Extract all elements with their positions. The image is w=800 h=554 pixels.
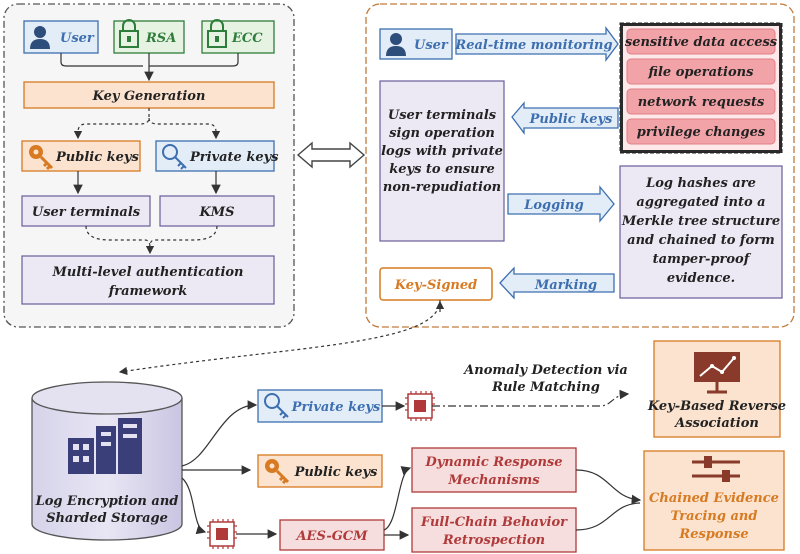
key-icon xyxy=(29,145,54,171)
text-line: logs with private xyxy=(381,144,503,159)
servers-icon xyxy=(68,418,142,474)
event-item: network requests xyxy=(626,88,776,115)
public-keys-arrow xyxy=(511,101,619,135)
ecc-label: ECC xyxy=(231,31,263,46)
text-line: tamper-proof xyxy=(653,252,752,267)
anomaly-line1: Anomaly Detection via xyxy=(462,363,628,378)
dynamic-line2: Mechanisms xyxy=(447,473,540,488)
bidirectional-arrow xyxy=(296,141,366,169)
marking-label: Marking xyxy=(534,278,597,293)
event-list: sensitive data access file operations netw… xyxy=(625,28,778,145)
anomaly-line2: Rule Matching xyxy=(491,380,600,395)
user-icon xyxy=(386,33,406,56)
merkle-box xyxy=(619,165,783,299)
presentation-chart-icon xyxy=(694,352,740,394)
text-line: Log hashes are xyxy=(645,176,756,191)
lock-icon xyxy=(207,19,227,48)
text-line: User terminals xyxy=(388,108,497,123)
key-signed-label: Key-Signed xyxy=(394,278,477,293)
event-item: file operations xyxy=(626,58,776,85)
right-public-keys-label: Public keys xyxy=(529,112,613,127)
aes-gcm-label: AES-GCM xyxy=(294,529,368,544)
framework-line2: framework xyxy=(108,284,188,299)
left-user-label: User xyxy=(60,31,95,46)
user-terminals-box xyxy=(21,195,151,227)
sign-logs-text: User terminals sign operation logs with pr… xyxy=(381,108,503,195)
event-label: privilege changes xyxy=(637,125,766,140)
dynamic-line1: Dynamic Response xyxy=(424,455,562,470)
text-line: Merkle tree structure xyxy=(621,214,780,229)
aes-gcm-box xyxy=(279,519,385,551)
kms-label: KMS xyxy=(198,205,234,220)
user-terminals-label: User terminals xyxy=(32,205,141,220)
text-line: sign operation xyxy=(389,126,495,141)
chip-icon xyxy=(207,519,237,549)
event-label: file operations xyxy=(648,65,755,80)
event-label: sensitive data access xyxy=(625,35,778,50)
framework-line1: Multi-level authentication xyxy=(51,265,243,280)
logging-arrow xyxy=(507,185,615,223)
bottom-private-keys-box xyxy=(257,389,383,423)
chained-evidence-box xyxy=(643,450,785,551)
full-chain-box xyxy=(411,507,577,553)
chained-line1: Chained Evidence xyxy=(649,491,779,506)
event-item: sensitive data access xyxy=(625,28,778,55)
ecc-box: ECC xyxy=(201,19,275,54)
text-line: and chained to form xyxy=(627,233,775,248)
storage-line1: Log Encryption and xyxy=(35,494,179,509)
event-label: network requests xyxy=(638,95,765,110)
user-icon xyxy=(30,26,50,49)
text-line: non-repudiation xyxy=(383,180,501,195)
reverse-line1: Key-Based Reverse xyxy=(647,399,786,414)
auth-framework-box xyxy=(21,255,275,305)
left-public-keys-label: Public keys xyxy=(55,150,139,165)
monitoring-arrow xyxy=(455,26,619,62)
merkle-text: Log hashes are aggregated into a Merkle tr… xyxy=(621,176,780,286)
key-icon xyxy=(162,144,187,170)
key-generation-label: Key Generation xyxy=(92,89,206,104)
fullchain-line1: Full-Chain Behavior xyxy=(420,515,568,530)
chip-icon xyxy=(405,391,435,421)
bottom-private-keys-label: Private keys xyxy=(291,400,381,415)
text-line: evidence. xyxy=(667,271,735,286)
sliders-icon xyxy=(692,456,740,482)
chained-line3: Response xyxy=(678,527,748,542)
rsa-label: RSA xyxy=(145,31,176,46)
key-generation-box xyxy=(23,81,275,109)
rsa-box: RSA xyxy=(113,19,185,54)
key-icon xyxy=(265,459,290,485)
left-private-keys-label: Private keys xyxy=(189,150,279,165)
reverse-line2: Association xyxy=(673,416,759,431)
marking-arrow xyxy=(499,266,615,300)
key-signed-box xyxy=(379,267,493,301)
text-line: keys to ensure xyxy=(389,162,495,177)
bottom-public-keys-label: Public keys xyxy=(294,465,378,480)
sign-logs-box xyxy=(379,80,505,242)
left-user-box: User xyxy=(23,20,99,54)
fullchain-line2: Retrospection xyxy=(442,533,545,548)
event-item: privilege changes xyxy=(626,118,776,145)
monitoring-label: Real-time monitoring xyxy=(454,38,612,53)
right-user-label: User xyxy=(414,38,449,53)
key-icon xyxy=(264,393,289,419)
storage-line2: Sharded Storage xyxy=(46,511,168,526)
lock-icon xyxy=(119,19,139,48)
logging-label: Logging xyxy=(523,198,583,213)
text-line: aggregated into a xyxy=(636,195,765,210)
chained-line2: Tracing and xyxy=(671,509,758,524)
